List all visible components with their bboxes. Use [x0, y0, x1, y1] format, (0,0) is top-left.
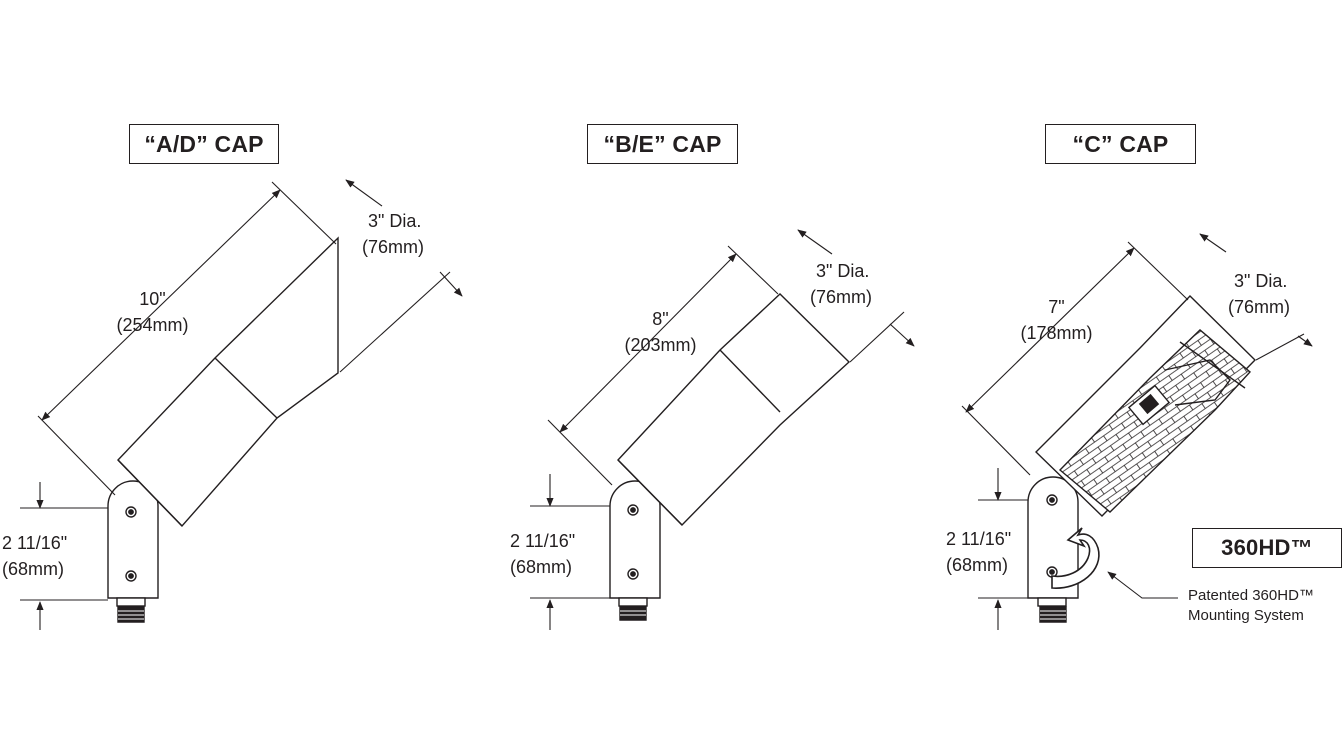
rotation-arrow — [1051, 527, 1100, 589]
fixture-body — [117, 236, 339, 528]
dimensions-ad — [20, 179, 463, 630]
c-dia-mm: (76mm) — [1228, 297, 1290, 317]
ad-dia-mm: (76mm) — [362, 237, 424, 257]
be-diameter-label: 3" Dia. (76mm) — [810, 258, 872, 310]
ad-mount-in: 2 11/16" — [2, 533, 68, 553]
be-length-mm: (203mm) — [624, 335, 697, 355]
be-length-in: 8" — [652, 309, 669, 329]
ad-length-label: 10" (254mm) — [100, 286, 205, 338]
c-diameter-label: 3" Dia. (76mm) — [1228, 268, 1290, 320]
be-mount-in: 2 11/16" — [510, 531, 576, 551]
c-mount-in: 2 11/16" — [946, 529, 1012, 549]
c-length-label: 7" (178mm) — [1004, 294, 1109, 346]
ad-mount-label: 2 11/16" (68mm) — [2, 530, 67, 582]
fixture-c-cap — [1027, 295, 1256, 623]
title-ad-cap: “A/D” CAP — [129, 124, 279, 164]
title-c-cap: “C” CAP — [1045, 124, 1196, 164]
be-dia-mm: (76mm) — [810, 287, 872, 307]
callout-line-2: Mounting System — [1188, 607, 1304, 624]
mount-knuckle — [609, 480, 661, 599]
be-dia-in: 3" Dia. — [816, 261, 870, 281]
c-mount-mm: (68mm) — [946, 555, 1008, 575]
c-dia-in: 3" Dia. — [1234, 271, 1288, 291]
be-mount-mm: (68mm) — [510, 557, 572, 577]
threaded-stem — [1037, 597, 1067, 607]
threaded-stem — [618, 597, 648, 607]
c-length-mm: (178mm) — [1020, 323, 1093, 343]
dimensions-c — [961, 233, 1313, 630]
dimensions-be — [530, 229, 915, 630]
mounting-system-callout: Patented 360HD™ Mounting System — [1188, 586, 1314, 626]
be-length-label: 8" (203mm) — [608, 306, 713, 358]
cutaway-section — [1058, 329, 1252, 513]
ad-dia-in: 3" Dia. — [368, 211, 422, 231]
ad-length-mm: (254mm) — [116, 315, 189, 335]
threaded-stem — [116, 597, 146, 607]
mount-knuckle — [1027, 476, 1079, 599]
title-be-cap: “B/E” CAP — [587, 124, 738, 164]
callout-line-1: Patented 360HD™ — [1188, 587, 1314, 604]
ad-mount-mm: (68mm) — [2, 559, 64, 579]
callout-leader — [1107, 571, 1178, 599]
c-mount-label: 2 11/16" (68mm) — [946, 526, 1011, 578]
ad-diameter-label: 3" Dia. (76mm) — [362, 208, 424, 260]
be-mount-label: 2 11/16" (68mm) — [510, 528, 575, 580]
badge-360hd: 360HD™ — [1192, 528, 1342, 568]
ad-length-in: 10" — [139, 289, 166, 309]
c-length-in: 7" — [1048, 297, 1065, 317]
